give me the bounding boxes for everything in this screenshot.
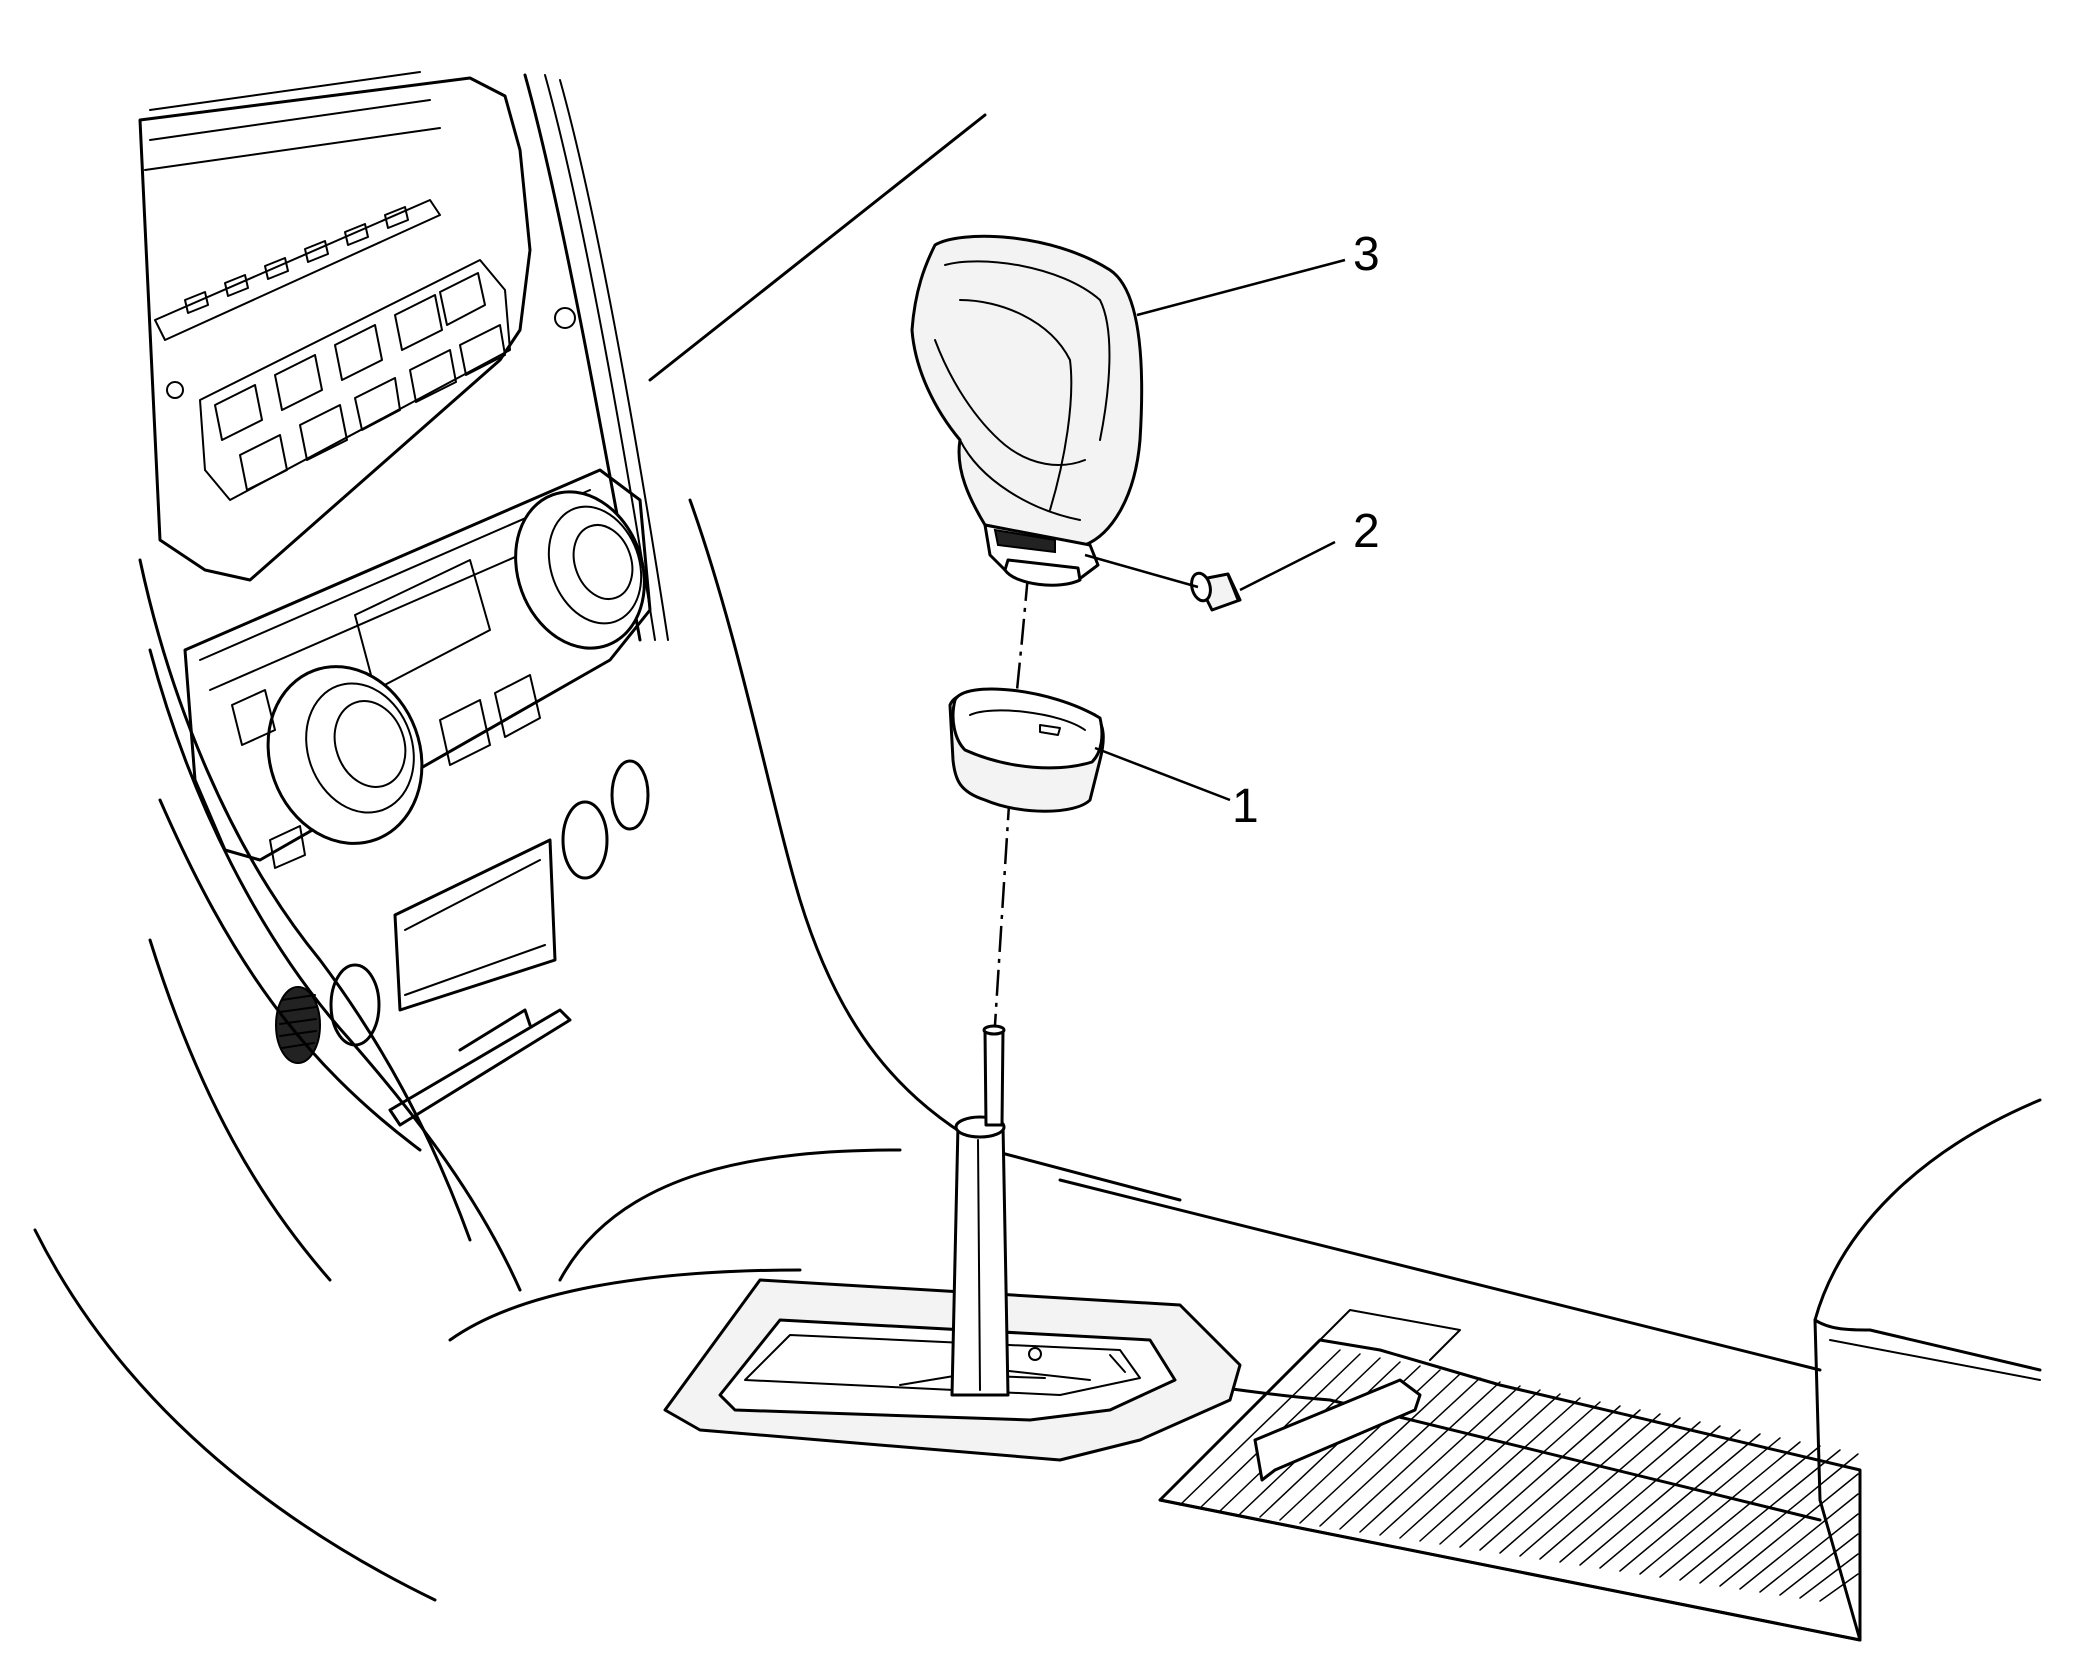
shift-lever-shaft — [950, 1024, 1010, 1397]
armrest — [1813, 1098, 2042, 1642]
lower-console-controls — [275, 759, 650, 1127]
center-stack — [33, 71, 902, 1602]
shift-knob — [910, 234, 1144, 587]
radio-button-grid — [166, 259, 576, 501]
climate-control-panel — [183, 468, 652, 869]
callout-2-leader — [1084, 553, 1199, 589]
callout-3-label: 3 — [1353, 228, 1380, 281]
callout-1-label: 1 — [1232, 780, 1259, 833]
radio-preset-buttons — [154, 199, 441, 341]
floor-console — [663, 1098, 2042, 1642]
dash-panel-edge — [648, 113, 987, 382]
ribbed-storage-lid — [1158, 1309, 1862, 1642]
callout-1-leader — [1094, 746, 1231, 802]
callout-3-leader — [1136, 258, 1346, 317]
set-screw — [1190, 571, 1242, 612]
callout-2-leader-b — [1239, 540, 1336, 592]
explode-centerline — [993, 574, 1030, 1026]
shift-knob-boot — [948, 687, 1105, 813]
console-side-edge — [688, 498, 1182, 1202]
callout-2-label: 2 — [1353, 505, 1380, 558]
